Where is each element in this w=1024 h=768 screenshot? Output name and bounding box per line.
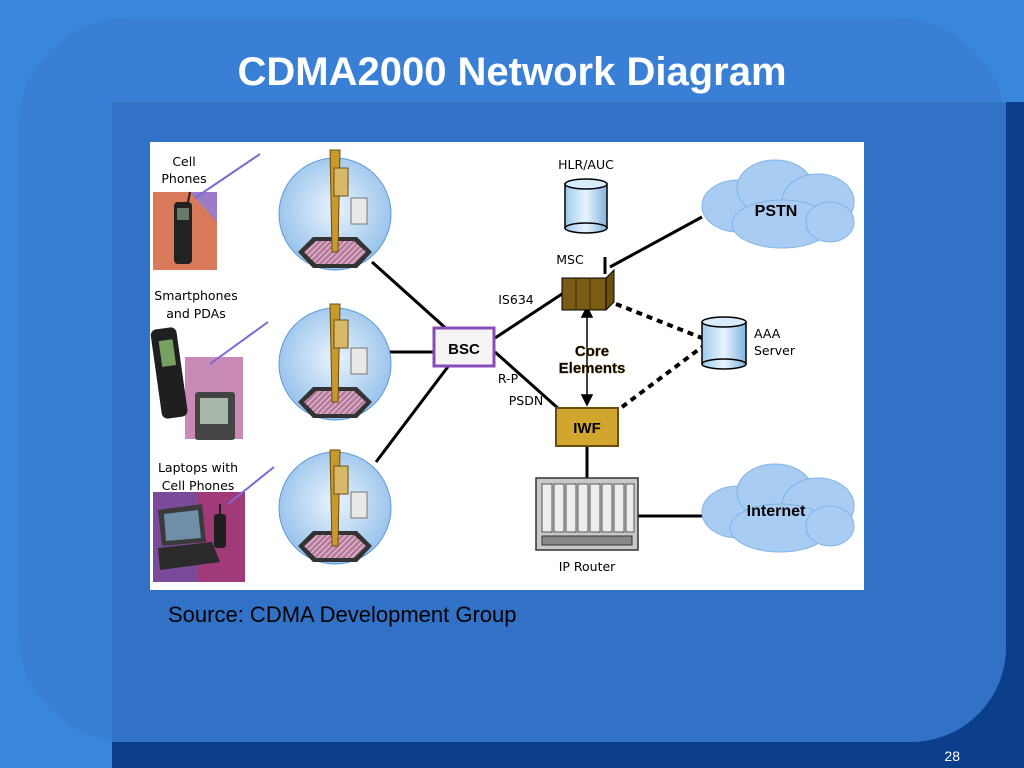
ip-router-label: IP Router: [559, 559, 616, 574]
page-number: 28: [944, 748, 960, 764]
cell-phones-label-line2: Phones: [161, 171, 206, 186]
is634-label: IS634: [498, 292, 534, 307]
aaa-label-line2: Server: [754, 343, 796, 358]
internet-cloud: Internet: [701, 463, 855, 553]
laptop-image: [153, 466, 275, 582]
psdn-label: PSDN: [509, 393, 543, 408]
r-p-label: R-P: [498, 371, 519, 386]
laptops-label-line2: Cell Phones: [162, 478, 235, 493]
base-station-tower-1: [278, 149, 392, 271]
iwf-label: IWF: [573, 420, 601, 437]
core-elements-label-line1: Core: [575, 343, 609, 360]
connection-lines: [370, 215, 705, 518]
iwf-node: IWF: [555, 407, 619, 447]
source-caption: Source: CDMA Development Group: [168, 602, 517, 627]
pstn-label: PSTN: [755, 203, 798, 220]
ip-router: [535, 477, 639, 551]
aaa-label-line1: AAA: [754, 326, 781, 341]
smartphones-label-line2: and PDAs: [166, 306, 226, 321]
hlr-auc-database: [564, 178, 608, 234]
cell-phones-label-line1: Cell: [172, 154, 195, 169]
aaa-server-database: [701, 316, 747, 370]
base-station-tower-3: [278, 449, 392, 565]
base-station-tower-2: [278, 303, 392, 421]
slide-title: CDMA2000 Network Diagram: [237, 50, 787, 94]
msc-label: MSC: [556, 252, 584, 267]
hlr-auc-label: HLR/AUC: [558, 157, 614, 172]
laptops-label-line1: Laptops with: [158, 460, 238, 475]
smartphones-label-line1: Smartphones: [154, 288, 237, 303]
bsc-node: BSC: [432, 326, 496, 368]
core-arrow: [580, 305, 594, 407]
core-elements-label-line2: Elements: [559, 360, 626, 377]
cell-phone-image: [153, 153, 261, 270]
network-diagram: BSC IWF: [150, 142, 864, 590]
bsc-label: BSC: [448, 341, 480, 358]
smartphone-image: [150, 321, 269, 444]
msc-node: [561, 268, 615, 311]
internet-label: Internet: [747, 503, 806, 520]
aaa-dashed-links: [615, 302, 704, 409]
pstn-cloud: PSTN: [701, 159, 855, 249]
